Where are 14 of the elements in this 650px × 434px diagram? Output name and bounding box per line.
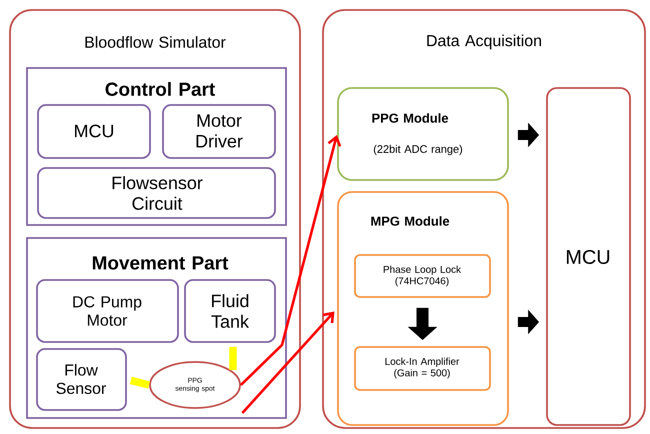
component-box: Flow Sensor: [36, 348, 127, 411]
arrow: [241, 311, 334, 414]
processor-box: MCU: [546, 87, 631, 426]
module-box: PPG Module (22bit ADC range): [337, 87, 509, 181]
component-box: Phase Loop Lock (74HC7046): [354, 254, 491, 298]
connector-bar: [229, 346, 237, 370]
component-box: Motor Driver: [162, 104, 276, 159]
component-box: Fluid Tank: [184, 279, 276, 343]
component-box: Flowsensor Circuit: [37, 167, 276, 219]
component-box: MCU: [37, 104, 151, 159]
component-box: Lock-In Amplifier (Gain = 500): [354, 346, 491, 391]
component-box: DC Pump Motor: [36, 279, 179, 343]
connector-bar: [130, 376, 150, 389]
arrow: [240, 134, 342, 386]
